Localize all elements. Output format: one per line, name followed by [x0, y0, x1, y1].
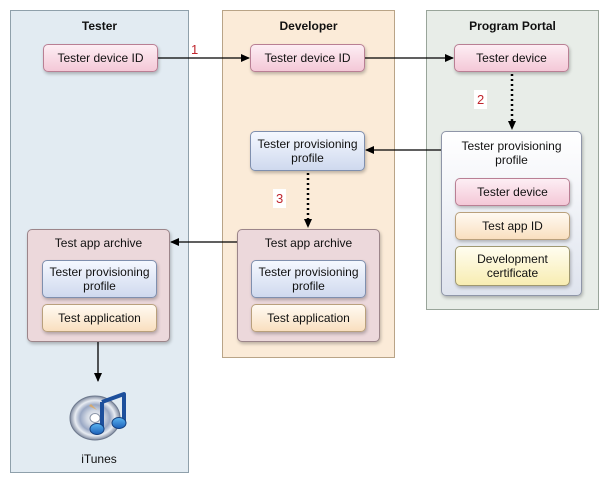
lane-title-portal: Program Portal	[469, 19, 556, 33]
developer-archive-profile-box: Tester provisioning profile	[251, 260, 366, 298]
portal-profile-title: Tester provisioning profile	[461, 139, 562, 167]
developer-archive-application-box: Test application	[251, 304, 366, 332]
portal-device-box: Tester device	[454, 44, 569, 72]
developer-archive-box: Test app archive Tester provisioning pro…	[237, 229, 380, 342]
step-number-3: 3	[273, 189, 287, 208]
lane-title-tester: Tester	[81, 19, 118, 33]
portal-profile-box: Tester provisioning profile Tester devic…	[441, 131, 582, 296]
step-number-2: 2	[474, 90, 488, 109]
developer-profile-box: Tester provisioning profile	[250, 131, 365, 171]
tester-device-id-box: Tester device ID	[43, 44, 158, 72]
step-number-1: 1	[191, 42, 199, 57]
tester-archive-title: Test app archive	[54, 236, 143, 250]
itunes-icon	[69, 392, 127, 441]
developer-archive-title: Test app archive	[264, 236, 353, 250]
lane-title-developer: Developer	[279, 19, 338, 33]
itunes-label: iTunes	[81, 452, 117, 466]
tester-archive-profile-box: Tester provisioning profile	[42, 260, 157, 298]
portal-certificate-box: Development certificate	[455, 246, 570, 286]
portal-app-id-box: Test app ID	[455, 212, 570, 240]
tester-archive-application-box: Test application	[42, 304, 157, 332]
developer-device-id-box: Tester device ID	[250, 44, 365, 72]
portal-profile-device-box: Tester device	[455, 178, 570, 206]
tester-archive-box: Test app archive Tester provisioning pro…	[27, 229, 170, 342]
